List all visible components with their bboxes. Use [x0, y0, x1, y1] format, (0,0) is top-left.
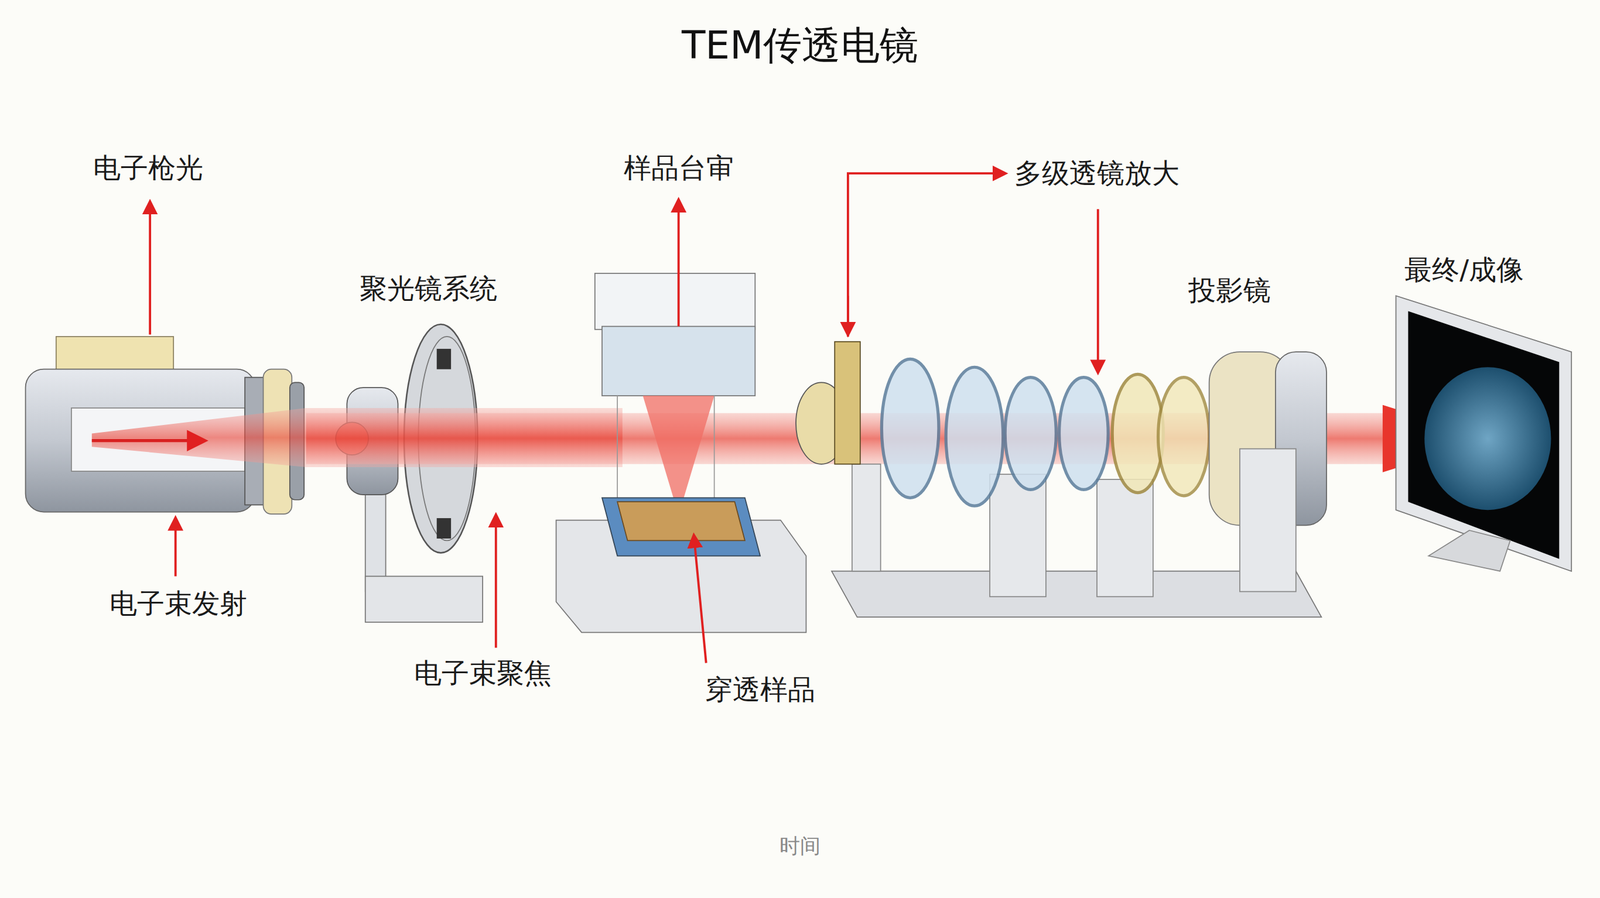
part-label: 样品台审 [623, 149, 734, 187]
part-label: 电子束发射 [109, 585, 248, 623]
part-label: 聚光镜系统 [359, 270, 498, 308]
diagram-title: TEM传透电镜 [681, 19, 919, 73]
part-label: 多级透镜放大 [1014, 155, 1180, 193]
part-label: 最终/成像 [1404, 251, 1524, 289]
part-label: 电子束聚焦 [414, 655, 552, 693]
part-label: 穿透样品 [705, 671, 816, 709]
part-label: 投影镜 [1188, 272, 1271, 310]
caption: 时间 [779, 833, 821, 861]
part-label: 电子枪光 [93, 149, 204, 187]
